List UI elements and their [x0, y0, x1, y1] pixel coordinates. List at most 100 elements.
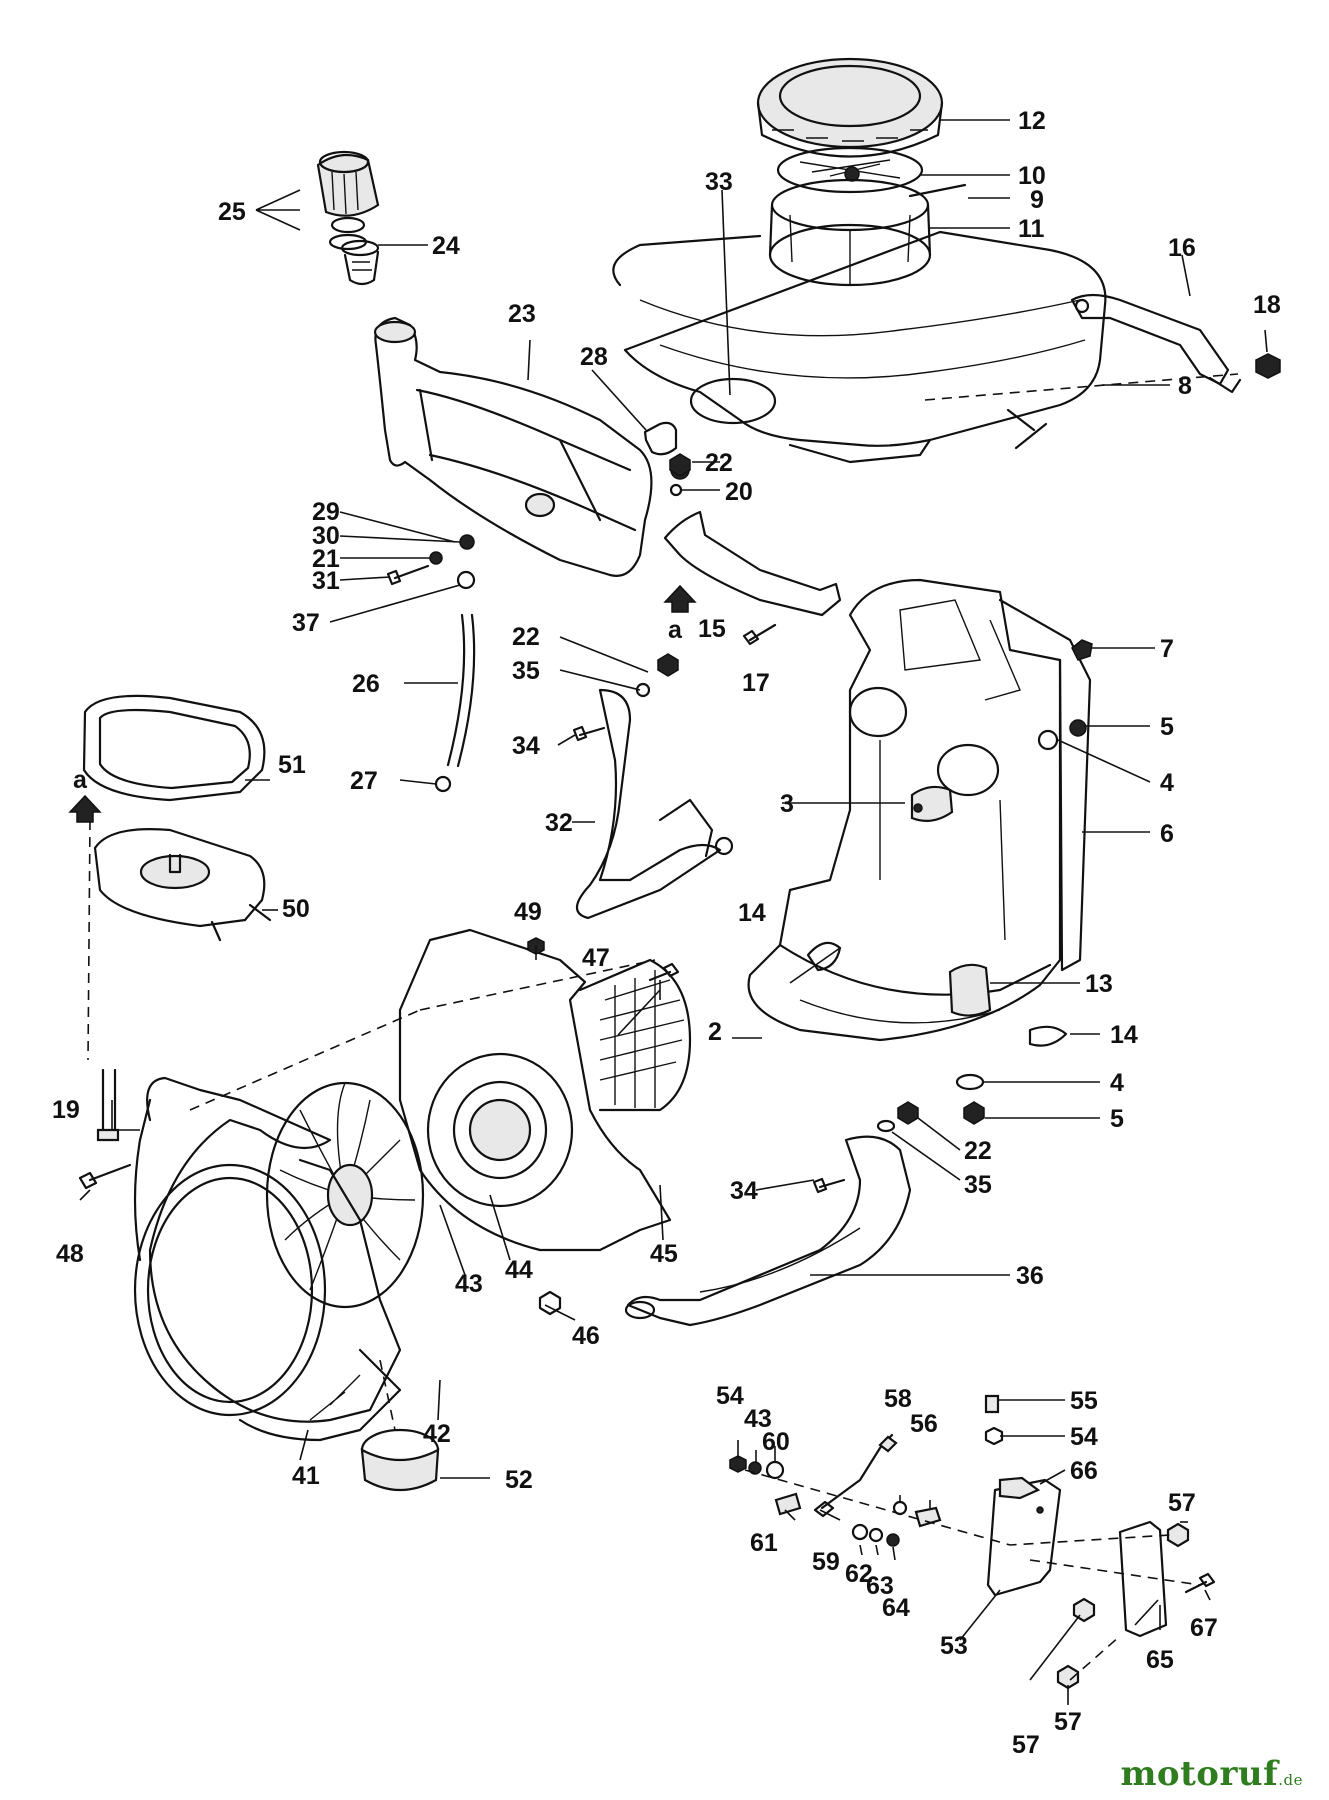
watermark-text: motoruf	[1120, 1754, 1279, 1794]
label-54-a: 54	[716, 1382, 744, 1410]
label-65: 65	[1146, 1646, 1174, 1674]
label-22-c: 22	[964, 1137, 992, 1165]
label-14-a: 14	[738, 899, 766, 927]
label-64: 64	[882, 1594, 910, 1622]
hook-part-14-right	[1028, 1025, 1068, 1047]
clip-part-37	[456, 570, 476, 590]
label-43-b: 43	[744, 1405, 772, 1433]
label-33: 33	[705, 168, 733, 196]
label-34-a: 34	[512, 732, 540, 760]
back-frame-part-2	[747, 578, 1062, 1042]
label-35-b: 35	[964, 1171, 992, 1199]
label-12: 12	[1018, 107, 1046, 135]
filter-base-part-50	[93, 828, 272, 942]
air-filter-cover-part-12	[756, 57, 944, 158]
label-5-b: 5	[1110, 1105, 1124, 1133]
label-2: 2	[708, 1018, 722, 1046]
switch-part-66	[998, 1476, 1041, 1500]
bolt-part-69	[648, 962, 680, 982]
spacer-part-28	[643, 421, 678, 456]
label-42: 42	[423, 1420, 451, 1448]
damper-part-13	[948, 963, 992, 1017]
washer-part-62	[851, 1523, 869, 1541]
label-29: 29	[312, 498, 340, 526]
svg-text:a: a	[668, 616, 683, 644]
label-57-b: 57	[1054, 1708, 1082, 1736]
nut-part-18	[1255, 353, 1281, 379]
screw-part-55	[984, 1394, 1000, 1414]
assembly-lines	[87, 373, 1239, 1681]
nut-part-57-c	[1056, 1664, 1080, 1690]
label-51: 51	[278, 751, 306, 779]
bolt-part-31	[386, 564, 430, 586]
label-19: 19	[52, 1096, 80, 1124]
label-47: 47	[582, 944, 610, 972]
label-36: 36	[1016, 1262, 1044, 1290]
label-18: 18	[1253, 291, 1281, 319]
label-35-a: 35	[512, 657, 540, 685]
label-30: 30	[312, 522, 340, 550]
watermark-logo: motoruf.de	[1120, 1754, 1303, 1794]
washer-part-54-right	[984, 1426, 1004, 1446]
nut-part-64	[886, 1533, 900, 1547]
label-7: 7	[1160, 635, 1174, 663]
label-57-a: 57	[1168, 1489, 1196, 1517]
label-22-b: 22	[512, 623, 540, 651]
connector-part-56	[914, 1506, 942, 1528]
washer-part-35-lower	[876, 1119, 896, 1133]
label-4-b: 4	[1110, 1069, 1124, 1097]
shoulder-strap-part-32	[575, 688, 734, 920]
label-22-a: 22	[705, 449, 733, 477]
fuel-tank-part-23	[373, 316, 653, 577]
label-41: 41	[292, 1462, 320, 1490]
impeller-part-42	[265, 1081, 425, 1309]
washer-part-4-upper	[1037, 729, 1059, 751]
tank-housing-part-8	[612, 230, 1107, 464]
back-pad-part-6	[998, 598, 1092, 972]
label-57-c: 57	[1012, 1731, 1040, 1759]
bolt-part-17	[742, 623, 777, 646]
washer-part-29-30	[459, 534, 475, 550]
screw-part-67	[1184, 1572, 1216, 1594]
bolt-part-34-upper	[572, 725, 606, 742]
label-13: 13	[1085, 970, 1113, 998]
label-37: 37	[292, 609, 320, 637]
nut-part-54-left	[729, 1455, 747, 1473]
label-52: 52	[505, 1466, 533, 1494]
bolt-part-34-lower	[812, 1177, 846, 1194]
clip-part-27	[434, 775, 452, 793]
label-15: 15	[698, 615, 726, 643]
label-5-a: 5	[1160, 713, 1174, 741]
label-60: 60	[762, 1428, 790, 1456]
bracket-part-16	[1070, 293, 1242, 394]
leader-lines	[79, 119, 1268, 1705]
nut-part-43-small	[748, 1461, 762, 1475]
label-25: 25	[218, 198, 246, 226]
label-46: 46	[572, 1322, 600, 1350]
washer-part-63	[868, 1527, 884, 1543]
washer-part-60	[765, 1460, 785, 1480]
watermark-suffix: .de	[1278, 1771, 1303, 1789]
washer-part-4-lower	[955, 1073, 985, 1091]
label-31: 31	[312, 567, 340, 595]
bolt-part-48	[78, 1163, 132, 1190]
gasket-part-51	[82, 694, 266, 802]
label-67: 67	[1190, 1614, 1218, 1642]
label-58: 58	[884, 1385, 912, 1413]
nut-part-22-tank	[669, 453, 691, 477]
label-56: 56	[910, 1410, 938, 1438]
nut-part-22-strap-upper	[657, 653, 679, 677]
label-21: 21	[312, 545, 340, 573]
nut-part-5-lower	[963, 1101, 985, 1125]
label-9: 9	[1030, 186, 1044, 214]
label-62: 62	[845, 1560, 873, 1588]
label-3: 3	[780, 790, 794, 818]
label-23: 23	[508, 300, 536, 328]
nut-part-57-a	[1166, 1522, 1190, 1548]
nut-part-46	[538, 1290, 562, 1316]
label-43-a: 43	[455, 1270, 483, 1298]
label-59: 59	[812, 1548, 840, 1576]
assembly-arrow-a-lower: a	[68, 766, 102, 823]
fuel-cap-part-25	[316, 150, 380, 251]
